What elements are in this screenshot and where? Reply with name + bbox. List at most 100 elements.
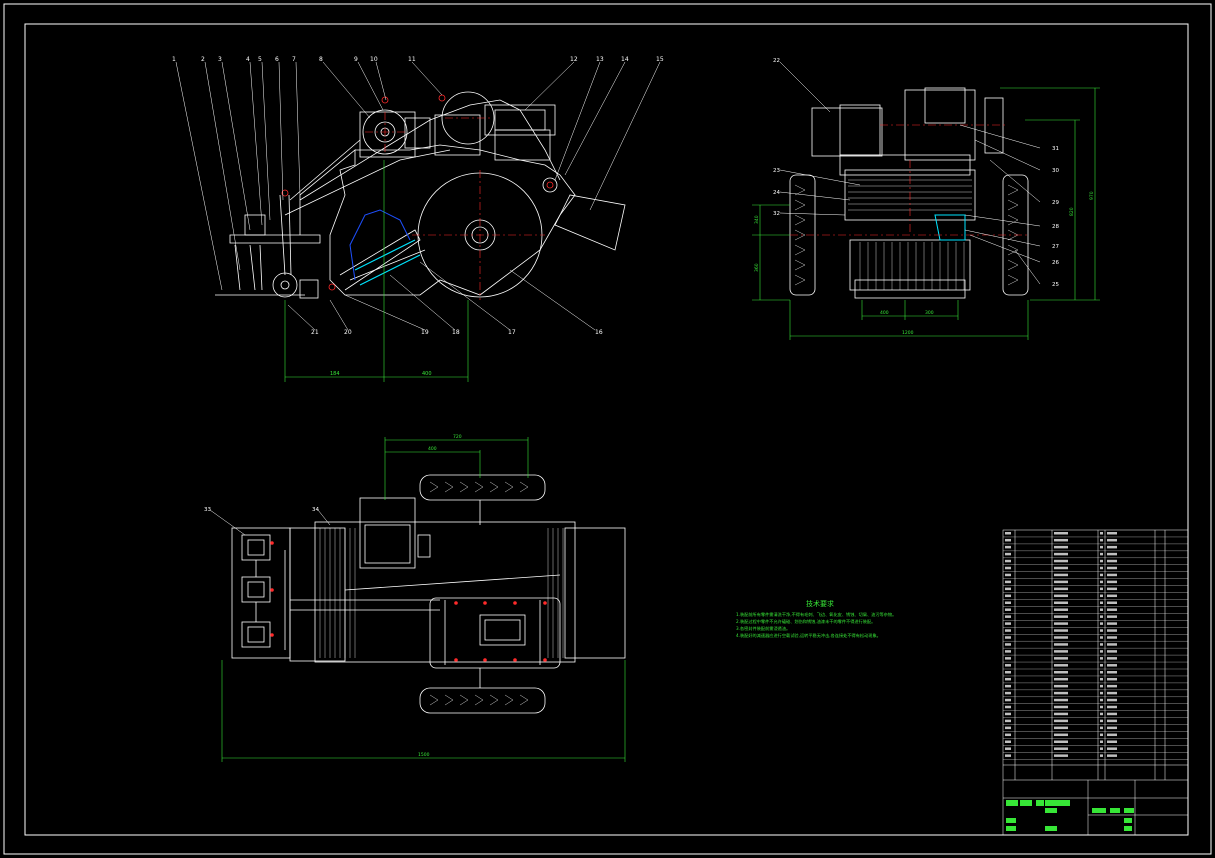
parts-list-cell-text [1005, 698, 1011, 702]
tech-note-line-1: 1.装配前所有零件需清洗干净,不得有毛刺、飞边、氧化皮、锈蚀、切屑、油污等杂物。 [736, 612, 897, 617]
dim-top-1500: 1500 [418, 752, 430, 758]
parts-list-cell-text [1100, 671, 1103, 674]
parts-list-entries [1005, 532, 1117, 757]
outer-border [3, 3, 1212, 855]
parts-list-cell-text [1107, 719, 1117, 723]
end-view [789, 87, 1029, 299]
parts-list-cell-text [1100, 747, 1103, 750]
parts-list-cell-text [1005, 657, 1011, 660]
parts-list-cell-text [1005, 705, 1011, 709]
parts-list-cell-text [1107, 691, 1117, 695]
end-dimension-text: 400 300 1200 970 820 340 360 [754, 191, 1095, 336]
parts-list-cell-text [1005, 664, 1011, 667]
parts-list-cell-text [1107, 552, 1117, 556]
side-dimension-text: 184 400 [330, 371, 432, 377]
parts-list-cell-text [1054, 643, 1068, 646]
parts-list-cell-text [1107, 657, 1117, 660]
label-13: 13 [596, 56, 604, 63]
parts-list-cell-text [1054, 733, 1068, 737]
label-18: 18 [452, 329, 460, 336]
title-block-stamp [1124, 826, 1132, 831]
inner-border [24, 23, 1189, 836]
parts-list-cell-text [1100, 538, 1103, 542]
parts-list-cell-text [1107, 712, 1117, 716]
parts-list-cell-text [1054, 712, 1068, 716]
label-24: 24 [773, 190, 780, 196]
title-block-stamp [1006, 800, 1018, 806]
parts-list-cell-text [1005, 552, 1011, 556]
top-view-labels: 33 34 [204, 507, 319, 513]
parts-list-cell-text [1005, 650, 1011, 653]
dim-end-820: 820 [1069, 207, 1075, 216]
parts-list-cell-text [1100, 691, 1103, 695]
parts-list-cell-text [1100, 545, 1103, 549]
parts-list-cell-text [1100, 615, 1103, 618]
parts-list-cell-text [1100, 532, 1103, 535]
tech-note-line-2: 2.装配过程中零件不允许磕碰、划伤和锈蚀,油漆未干的零件不得进行装配。 [736, 619, 876, 624]
end-centerlines [790, 124, 1030, 236]
dim-184: 184 [330, 371, 340, 377]
parts-list-cell-text [1005, 629, 1011, 632]
parts-list-cell-text [1100, 587, 1103, 591]
parts-list-cell-text [1054, 671, 1068, 674]
label-32: 32 [773, 211, 780, 217]
label-27: 27 [1052, 244, 1059, 250]
parts-list-cell-text [1005, 601, 1011, 604]
parts-list-cell-text [1107, 726, 1117, 730]
dim-end-340: 340 [754, 215, 760, 224]
label-12: 12 [570, 56, 578, 63]
parts-list-cell-text [1054, 691, 1068, 695]
parts-list-cell-text [1100, 677, 1103, 681]
label-17: 17 [508, 329, 516, 336]
parts-list-cell-text [1054, 608, 1068, 611]
tech-notes-title: 技术要求 [806, 600, 834, 608]
parts-list-cell-text [1054, 684, 1068, 688]
title-block-stamp [1045, 808, 1057, 813]
parts-list-cell-text [1107, 698, 1117, 702]
parts-list-cell-text [1054, 573, 1068, 577]
parts-list-cell-text [1107, 594, 1117, 598]
parts-list-cell-text [1005, 594, 1011, 598]
parts-list-cell-text [1107, 601, 1117, 604]
parts-list-cell-text [1107, 671, 1117, 674]
parts-list-cell-text [1054, 636, 1068, 639]
label-15: 15 [656, 56, 664, 63]
parts-list-cell-text [1005, 559, 1011, 563]
parts-list-cell-text [1100, 601, 1103, 604]
label-8: 8 [319, 56, 323, 63]
parts-list-cell-text [1005, 677, 1011, 681]
top-center-points [270, 541, 547, 662]
parts-list-cell-text [1100, 566, 1103, 570]
dim-end-970: 970 [1089, 191, 1095, 200]
parts-list-cell-text [1005, 538, 1011, 542]
parts-list-cell-text [1100, 754, 1103, 757]
parts-list-cell-text [1054, 601, 1068, 604]
parts-list-cell-text [1100, 733, 1103, 737]
parts-list-cell-text [1100, 719, 1103, 723]
parts-list-cell-text [1054, 677, 1068, 681]
side-view [215, 91, 626, 299]
dim-top-720: 720 [453, 434, 462, 440]
parts-list-cell-text [1054, 622, 1068, 625]
parts-list-cell-text [1005, 608, 1011, 611]
dim-end-1200: 1200 [902, 330, 914, 336]
top-view-hatching [319, 481, 564, 706]
parts-list-cell-text [1005, 580, 1011, 584]
parts-list-cell-text [1005, 532, 1011, 535]
dim-end-300: 300 [925, 310, 934, 316]
parts-list-cell-text [1107, 636, 1117, 639]
parts-list-cell-text [1005, 622, 1011, 625]
label-11: 11 [408, 56, 416, 63]
label-26: 26 [1052, 260, 1059, 266]
dim-end-400: 400 [880, 310, 889, 316]
end-view-labels: 22 23 24 32 31 30 29 28 27 26 25 [773, 58, 1059, 288]
parts-list-cell-text [1054, 657, 1068, 660]
parts-list-cell-text [1100, 740, 1103, 743]
parts-list-cell-text [1005, 733, 1011, 737]
parts-list-cell-text [1005, 684, 1011, 688]
label-4: 4 [246, 56, 250, 63]
parts-list-cell-text [1005, 726, 1011, 730]
top-dimension-lines [221, 437, 626, 762]
parts-list-cell-text [1054, 545, 1068, 549]
parts-list-cell-text [1107, 545, 1117, 549]
